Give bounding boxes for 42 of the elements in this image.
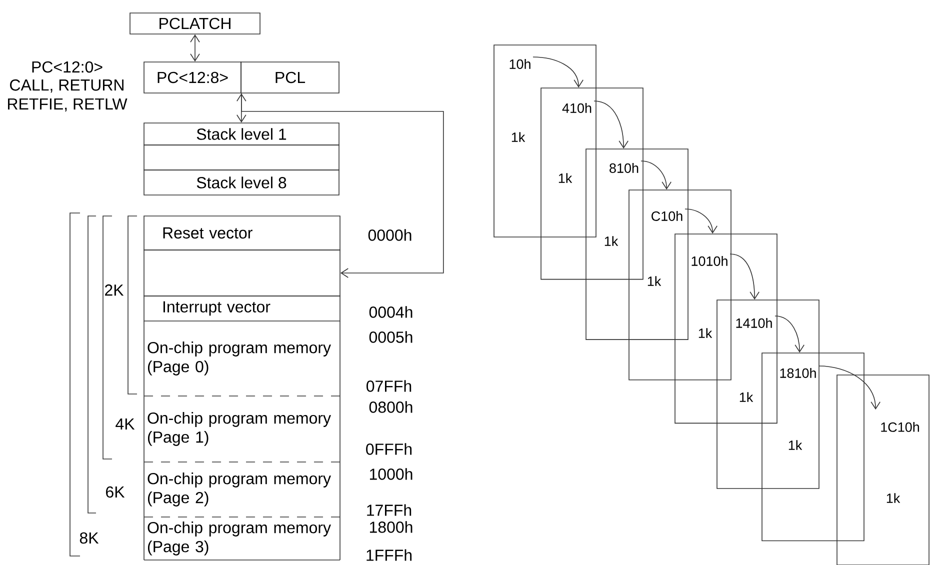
size-label: 8K: [80, 532, 99, 544]
instruction-label: RETFIE, RETLW: [8, 98, 128, 112]
page-box: 1810h 1k: [762, 352, 864, 542]
address-label: 1FFFh: [366, 549, 412, 561]
arrow: [532, 56, 584, 88]
memory-block: Reset vector: [144, 216, 340, 250]
arrow: [774, 316, 804, 353]
register-box: PC<12:8>: [144, 62, 242, 94]
page-box: 1C10h 1k: [836, 374, 930, 565]
memory-block: On-chip program memory (Page 2): [144, 462, 340, 518]
stack-box: [144, 144, 340, 170]
arrow: [190, 34, 200, 62]
arrow: [236, 93, 246, 123]
size-label: 6K: [106, 486, 125, 498]
memory-block: On-chip program memory (Page 0): [144, 320, 340, 396]
stack-box: Stack level 1: [144, 122, 340, 146]
address-label: 0FFFh: [366, 443, 412, 455]
instruction-label: CALL, RETURN: [10, 79, 124, 93]
address-label: 07FFh: [366, 380, 412, 392]
memory-block: Interrupt vector: [144, 296, 340, 322]
memory-block: [144, 250, 340, 296]
memory-block: On-chip program memory (Page 1): [144, 396, 340, 462]
stack-box: Stack level 8: [144, 170, 340, 196]
arrow: [818, 366, 880, 410]
arrow: [241, 93, 444, 278]
register-box: PCLATCH: [130, 12, 260, 34]
address-label: 1800h: [370, 521, 412, 533]
address-label: 0000h: [368, 229, 412, 241]
arrow: [730, 254, 760, 300]
arrow: [684, 208, 718, 234]
size-label: 2K: [105, 284, 124, 296]
address-label: 1000h: [370, 468, 412, 480]
address-label: 0800h: [369, 401, 412, 413]
arrow: [594, 100, 628, 149]
memory-block: On-chip program memory (Page 3): [144, 516, 340, 560]
register-box: PCL: [240, 62, 340, 94]
address-label: 0004h: [369, 306, 412, 318]
arrow: [640, 160, 672, 190]
size-label: 4K: [116, 418, 135, 430]
instruction-label: PC<12:0>: [32, 61, 102, 73]
address-label: 0005h: [369, 331, 412, 343]
address-label: 17FFh: [367, 504, 412, 516]
